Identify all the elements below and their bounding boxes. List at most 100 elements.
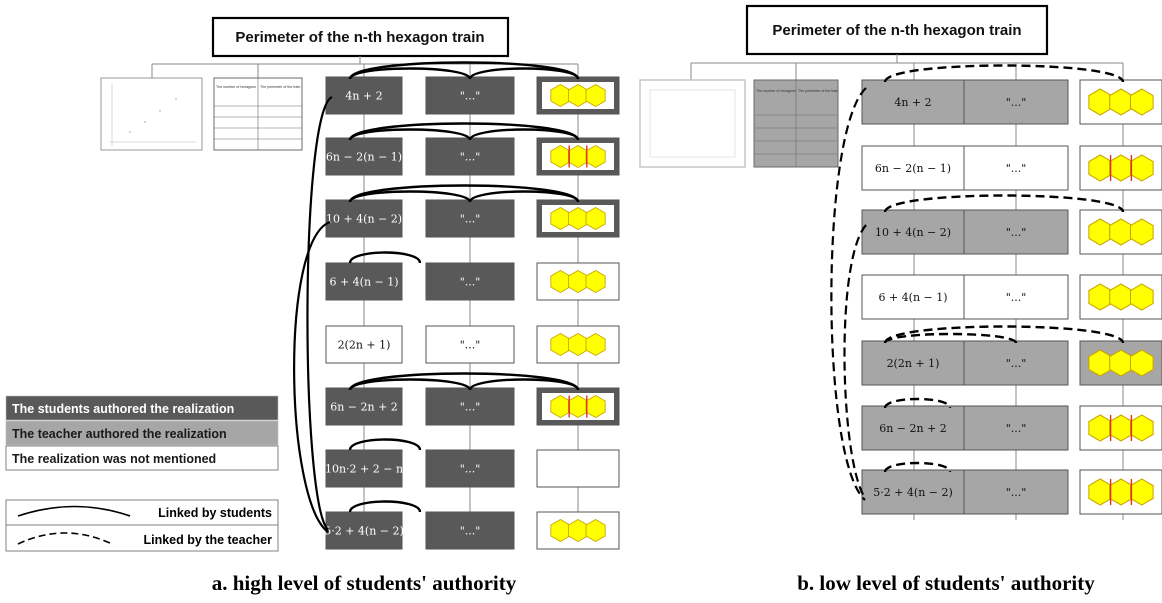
panel-b-title-box (745, 4, 1049, 56)
legend-swatch-teacher (5, 420, 279, 446)
expression-text: 5·2 + 4(n − 2) (324, 525, 404, 538)
student-link-arc (468, 128, 580, 141)
realization-row: 6n − 2(n − 1) "..." (325, 137, 620, 176)
expression-text: 10 + 4(n − 2) (875, 226, 951, 239)
realization-row: 2(2n + 1) "..." (861, 340, 1162, 386)
panel-a-title: Perimeter of the n-th hexagon train (235, 29, 484, 46)
panel-b-title: Perimeter of the n-th hexagon train (772, 22, 1021, 39)
realization-row: 6n − 2(n − 1) "..." (861, 145, 1162, 191)
student-link-arc (293, 220, 331, 533)
student-link-arc (348, 500, 422, 513)
verbal-realization-text: "..." (1006, 486, 1027, 499)
realization-row: 4n + 2 "..." (325, 76, 620, 115)
expression-box (861, 340, 965, 386)
verbal-realization-box (963, 405, 1069, 451)
legend-dashed-link-sample (17, 532, 113, 545)
verbal-realization-text: "..." (460, 90, 481, 103)
panel-b-realization-rows: 4n + 2"..." 6n − 2(n − 1) "..." 10 + 4(n − … (861, 79, 1162, 515)
realization-row: 10 + 4(n − 2)"..." (861, 209, 1162, 255)
expression-box (325, 262, 403, 301)
panel-a-realization-rows: 4n + 2"..."6n − 2(n − 1)"..."10 + 4(n − … (324, 76, 620, 550)
verbal-realization-box (425, 199, 515, 238)
expression-box (325, 76, 403, 115)
verbal-realization-box (425, 76, 515, 115)
verbal-realization-box (425, 325, 515, 364)
teacher-link-arc (883, 332, 1018, 345)
realization-row: 2(2n + 1)"..." (325, 325, 620, 364)
expression-text: 6n − 2(n − 1) (326, 151, 402, 164)
teacher-link-arc (843, 224, 867, 499)
expression-text: 2(2n + 1) (887, 357, 940, 370)
expression-box (861, 405, 965, 451)
expression-box (861, 145, 965, 191)
verbal-realization-text: "..." (460, 401, 481, 414)
verbal-realization-box (425, 449, 515, 488)
verbal-realization-box (963, 145, 1069, 191)
panel-b: Perimeter of the n-th hexagon train The (639, 4, 1162, 520)
expression-box (861, 79, 965, 125)
panel-a-links (293, 61, 580, 533)
verbal-realization-box (963, 340, 1069, 386)
panel-b-links (830, 64, 1125, 501)
expression-box (325, 511, 403, 550)
expression-text: 10 + 4(n − 2) (326, 213, 402, 226)
legend-swatch-none (5, 445, 279, 471)
teacher-link-arc (883, 461, 952, 473)
expression-box (325, 449, 403, 488)
verbal-realization-text: "..." (460, 525, 481, 538)
verbal-realization-text: "..." (1006, 96, 1027, 109)
hexagon-picture-box (536, 449, 620, 488)
student-link-arc (348, 128, 472, 141)
expression-text: 4n + 2 (345, 90, 382, 103)
legend-label-teacher: The teacher authored the realization (12, 427, 227, 441)
panel-a-table-header-left: The number of hexagons (216, 85, 256, 89)
verbal-realization-text: "..." (460, 463, 481, 476)
verbal-realization-box (963, 79, 1069, 125)
expression-text: 6n − 2(n − 1) (875, 162, 951, 175)
expression-text: 6n − 2n + 2 (330, 401, 398, 414)
panel-b-table-header-right: The perimeter of the train (798, 89, 838, 93)
realization-row: 6 + 4(n − 1)"..." (861, 274, 1162, 320)
expression-box (325, 387, 403, 426)
student-link-arc (348, 190, 472, 203)
authorship-legend: The students authored the realization Th… (5, 395, 279, 471)
student-link-arc (468, 378, 580, 391)
verbal-realization-text: "..." (460, 276, 481, 289)
verbal-realization-text: "..." (460, 213, 481, 226)
realization-row: 4n + 2"..." (861, 79, 1162, 125)
panel-a: Perimeter of the n-th hexagon train (100, 16, 620, 550)
teacher-link-arc (883, 64, 1125, 83)
panel-b-table-realization: The number of hexagons The perimeter of … (753, 79, 839, 168)
panel-a-table-header-right: The perimeter of the train (260, 85, 300, 89)
realization-row: 10 + 4(n − 2) "..." (325, 199, 620, 238)
teacher-link-arc (883, 325, 1125, 344)
verbal-realization-text: "..." (460, 151, 481, 164)
verbal-realization-text: "..." (1006, 162, 1027, 175)
expression-box (325, 137, 403, 176)
panel-b-graph-realization (639, 79, 746, 168)
realization-row: 6n − 2n + 2 "..." (325, 387, 620, 426)
realization-row: 6n − 2n + 2"..." (861, 405, 1162, 451)
panel-a-caption: a. high level of students' authority (212, 571, 517, 595)
student-link-arc (468, 190, 580, 203)
realization-row: 10n·2 + 2 − n"..." (325, 449, 620, 488)
verbal-realization-text: "..." (1006, 357, 1027, 370)
legend-label-student: The students authored the realization (12, 402, 234, 416)
expression-text: 6 + 4(n − 1) (329, 276, 398, 289)
realization-row: 5·2 + 4(n − 2) "..." (861, 469, 1162, 515)
verbal-realization-box (963, 469, 1069, 515)
expression-text: 6 + 4(n − 1) (878, 291, 947, 304)
legend-label-none: The realization was not mentioned (12, 452, 216, 466)
student-link-arc (306, 95, 333, 531)
legend-solid-link-sample (17, 505, 131, 517)
expression-box (861, 469, 965, 515)
verbal-realization-text: "..." (1006, 422, 1027, 435)
realization-row: 6 + 4(n − 1) "..." (325, 262, 620, 301)
verbal-realization-box (425, 511, 515, 550)
expression-text: 5·2 + 4(n − 2) (873, 486, 953, 499)
realization-row: 5·2 + 4(n − 2) "..." (324, 511, 620, 550)
panel-b-caption: b. low level of students' authority (797, 571, 1095, 595)
expression-box (325, 325, 403, 364)
panel-b-table-header-left: The number of hexagons (756, 89, 796, 93)
